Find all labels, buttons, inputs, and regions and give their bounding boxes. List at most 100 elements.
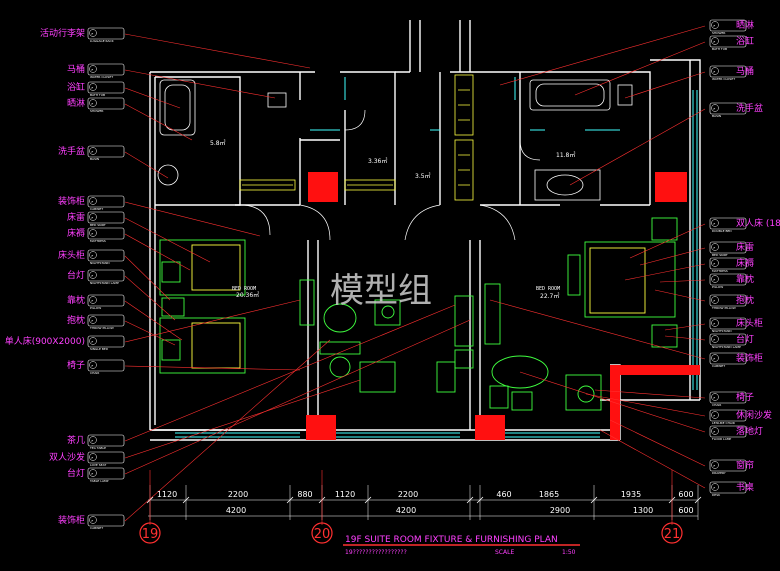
callout-code: F xyxy=(92,274,94,278)
callout-code: F xyxy=(714,464,716,468)
callout-badge-frame xyxy=(87,434,125,447)
callout-badge-dot xyxy=(89,229,97,237)
callout-tag: LOVE SEAT xyxy=(90,463,106,467)
room-area-left-bath: 5.8㎡ xyxy=(210,139,226,147)
callout-badge-dot xyxy=(89,251,97,259)
callout-badge-frame xyxy=(87,294,125,307)
callout-badge-frame xyxy=(709,294,747,307)
callout-tag: NIGHTSTAND LAMP xyxy=(90,281,119,285)
callout-code: F xyxy=(714,430,716,434)
dimension-bottom-2: 2900 xyxy=(550,506,570,515)
callout-label: 茶几 xyxy=(67,434,85,446)
callout-label: 椅子 xyxy=(67,359,85,371)
callout-badge-frame xyxy=(87,81,125,94)
callout-badge-frame xyxy=(709,391,747,404)
callout-code: F xyxy=(714,299,716,303)
callout-badge-dot xyxy=(89,83,97,91)
callout-tag: BASIN xyxy=(712,114,721,118)
callout-label: 床褥 xyxy=(67,227,85,239)
callout-code: F xyxy=(92,102,94,106)
callout-tag: PILLOW xyxy=(712,285,723,289)
callout-badge-dot xyxy=(89,271,97,279)
callout-label: 落地灯 xyxy=(736,425,763,437)
callout-tag: NIGHTSTAND LAMP xyxy=(712,345,741,349)
watermark-text: 模型组 xyxy=(330,271,432,311)
callout-tag: NIGHTSTAND xyxy=(712,329,732,333)
callout-badge-dot xyxy=(711,354,719,362)
room-area-right-bedroom: 22.7㎡ xyxy=(540,292,559,300)
scale-value: 1:50 xyxy=(562,549,576,556)
callout-badge-frame xyxy=(87,514,125,527)
callout-code: F xyxy=(92,68,94,72)
callout-badge-dot xyxy=(711,67,719,75)
callout-code: F xyxy=(92,200,94,204)
callout-label: 休闲沙发 xyxy=(736,409,772,421)
callout-tag: NIGHTSTAND xyxy=(90,261,110,265)
callout-badge-frame xyxy=(87,145,125,158)
callout-code: F xyxy=(92,456,94,460)
callout-label: 床头柜 xyxy=(736,317,763,329)
room-area-left-bedroom: 20.36㎡ xyxy=(236,291,259,299)
callout-label: 装饰柜 xyxy=(58,195,85,207)
callout-badge-frame xyxy=(87,467,125,480)
callout-code: F xyxy=(714,40,716,44)
dimension-top-2: 880 xyxy=(297,490,312,499)
grid-bubble-20 xyxy=(311,522,333,544)
callout-badge-frame xyxy=(709,241,747,254)
room-area-corridor: 3.5㎡ xyxy=(415,172,431,180)
callout-label: 台灯 xyxy=(67,467,85,479)
callout-tag: CHAIR xyxy=(712,403,721,407)
room-area-left-closet: 3.36㎡ xyxy=(368,157,387,165)
callout-code: F xyxy=(714,322,716,326)
callout-badge-dot xyxy=(89,147,97,155)
room-area-right-bath: 11.8㎡ xyxy=(556,151,575,159)
callout-badge-dot xyxy=(711,21,719,29)
callout-code: F xyxy=(92,86,94,90)
window-glazing xyxy=(175,77,698,438)
callout-badge-dot xyxy=(89,516,97,524)
callout-badge-dot xyxy=(89,316,97,324)
callout-tag: BATH TUB xyxy=(90,93,105,97)
callout-code: F xyxy=(714,262,716,266)
callout-code: F xyxy=(92,150,94,154)
callout-badge-frame xyxy=(709,459,747,472)
callout-badge-frame xyxy=(709,481,747,494)
callout-code: F xyxy=(714,486,716,490)
callout-code: F xyxy=(92,216,94,220)
callout-tag: BED SKIRT xyxy=(712,253,728,257)
callout-badge-dot xyxy=(711,259,719,267)
callout-tag: WATER CLOSET xyxy=(712,77,735,81)
callout-tag: THROW PILLOW xyxy=(89,326,114,330)
grid-label-20: 20 xyxy=(314,527,331,542)
callout-label: 活动行李架 xyxy=(40,27,85,39)
callout-badge-dot xyxy=(711,275,719,283)
callout-tag: CABINET xyxy=(90,207,103,211)
callout-badge-frame xyxy=(709,35,747,48)
bath-fixtures xyxy=(157,79,633,201)
callout-badge-dot xyxy=(711,335,719,343)
callout-tag: SHOWER xyxy=(90,109,103,113)
callout-tag: SHOWER xyxy=(712,31,725,35)
callout-badge-dot xyxy=(711,219,719,227)
callout-label: 台灯 xyxy=(736,333,754,345)
callout-code: F xyxy=(92,519,94,523)
callout-badge-dot xyxy=(711,461,719,469)
dimension-top-1: 2200 xyxy=(228,490,248,499)
callout-badge-dot xyxy=(711,393,719,401)
